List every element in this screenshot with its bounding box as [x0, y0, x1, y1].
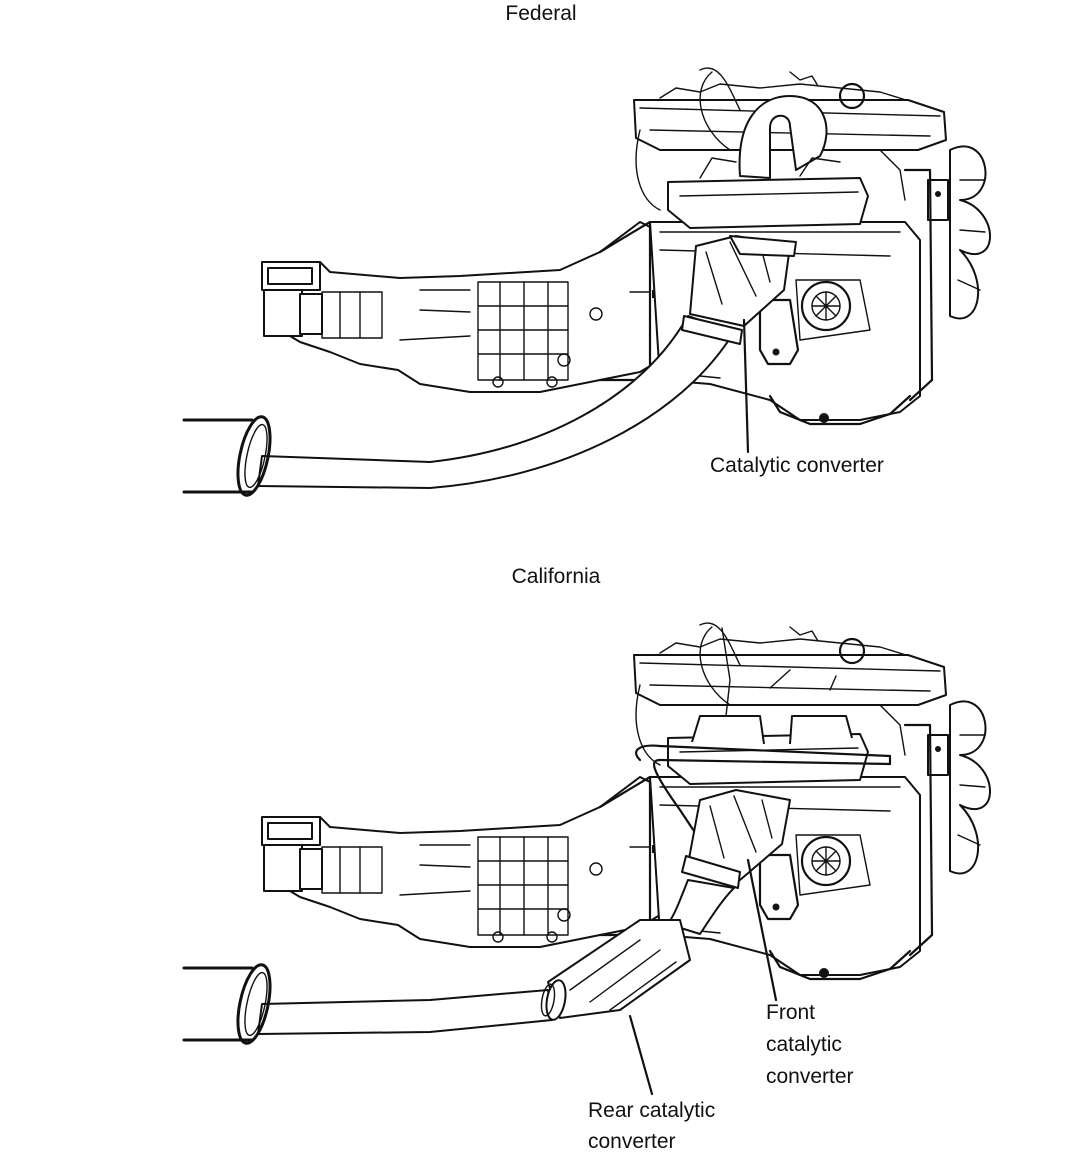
federal-exhaust-manifold [667, 95, 869, 229]
federal-callout-line [742, 318, 750, 454]
california-rear-label-line1: Rear catalytic [588, 1099, 715, 1122]
california-diagram: California [182, 565, 992, 1153]
california-rear-label-line2: converter [588, 1130, 676, 1153]
federal-catalytic-converter-label: Catalytic converter [710, 454, 884, 477]
federal-title: Federal [505, 2, 576, 25]
california-rear-callout-line [628, 1014, 654, 1096]
california-front-label-line3: converter [766, 1065, 854, 1088]
california-front-callout-line [746, 858, 778, 1002]
federal-engine-drawing [260, 66, 992, 426]
federal-catalytic-converter [689, 235, 797, 327]
california-front-catalytic-converter [681, 789, 791, 889]
california-rear-catalytic-converter [540, 919, 691, 1021]
california-front-label-line2: catalytic [766, 1033, 842, 1056]
california-title: California [512, 565, 601, 588]
federal-exhaust-pipe [257, 315, 743, 489]
federal-diagram: Federal Catalytic converter [182, 2, 992, 500]
california-exhaust-manifold [635, 627, 892, 842]
california-engine-drawing [260, 621, 992, 981]
california-front-label-line1: Front [766, 1001, 815, 1024]
